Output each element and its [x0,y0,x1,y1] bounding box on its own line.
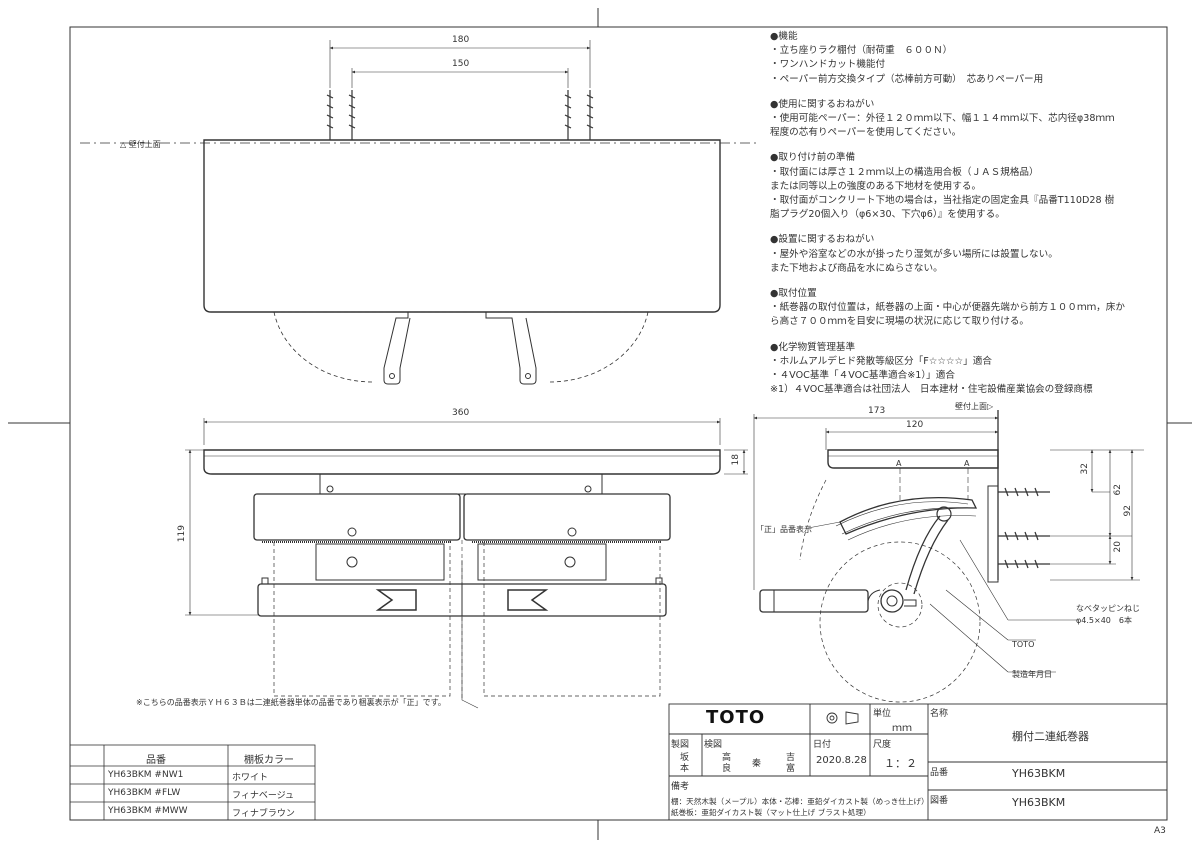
notes-heading: ●化学物質管理基準 [770,341,856,353]
date-marking-label: 製造年月日 [1012,670,1052,679]
name-label: 名称 [930,709,949,719]
screw-label-2: φ4.5×40 6本 [1076,616,1132,625]
notes-line: ・紙巻器の取付位置は，紙巻器の上面・中心が便器先端から前方１００ｍｍ，床か [770,302,1125,314]
color-table-row-1-part: YH63BKM #NW1 [108,770,184,780]
dim-180: 180 [452,35,470,45]
dim-18: 18 [731,454,741,466]
notes-heading: ●設置に関するおねがい [770,234,875,246]
color-table-row-1-color: ホワイト [232,773,269,783]
remarks-label: 備考 [671,782,690,792]
wall-top-label-right: 壁付上面▷ [955,402,994,411]
unit-value: ｍｍ [892,723,912,734]
notes-heading: ●使用に関するおねがい [770,98,875,110]
color-table-row-2-color: フィナベージュ [232,791,295,801]
dim-92: 92 [1123,505,1133,517]
dim-32: 32 [1080,463,1090,475]
dim-150: 150 [452,59,470,69]
drawn-label: 製図 [671,740,690,750]
color-table-row-3-color: フィナブラウン [232,809,295,819]
notes-line: ・４VOC基準「４VOC基準適合※1）」適合 [770,370,955,382]
dim-173: 173 [868,406,886,416]
notes-heading: ●機能 [770,31,798,42]
dim-119: 119 [177,525,187,543]
notes-block: ●機能・立ち座りラク棚付（耐荷重 ６００Ｎ） ・ワンハンドカット機能付・ペーパー前… [770,30,1165,397]
drawing-label: 図番 [930,796,949,806]
notes-heading: ●取り付け前の準備 [770,152,856,164]
notes-line: ・取付面には厚さ１２ｍｍ以上の構造用合板（ＪＡＳ規格品） [770,166,1039,178]
toto-logo: TOTO [706,707,766,728]
notes-heading: ●取付位置 [770,288,817,300]
part-value: YH63BKM [1012,767,1066,780]
color-table-header-part: 品番 [146,755,166,766]
projection-symbol-icon [826,711,859,725]
dim-20: 20 [1113,541,1123,553]
check-name-1: 高 [722,753,732,763]
dim-120: 120 [906,420,924,430]
color-table-header-color: 棚板カラー [244,755,294,766]
dim-360: 360 [452,408,470,418]
check-label: 検図 [704,740,723,750]
color-table-grid [69,744,316,821]
date-label: 日付 [813,740,832,750]
check-name-3: 秦 [752,759,762,769]
color-table-row-3-part: YH63BKM #MWW [108,806,188,816]
sheet-size: A3 [1154,826,1166,836]
notes-line: または同等以上の強度のある下地材を使用する。 [770,180,982,192]
notes-line: ら高さ７００ｍｍを目安に現場の状況に応じて取り付ける。 [770,316,1030,328]
section-mark-a1: A [896,459,902,468]
notes-line: ・取付面がコンクリート下地の場合は，当社指定の固定金具『品番T110D28 樹 [770,195,1115,207]
check-name-5: 富 [786,764,796,774]
notes-line: 程度の芯有りペーパーを使用してください。 [770,127,962,139]
color-table-row-2-part: YH63BKM #FLW [108,788,181,798]
side-view [753,410,1144,703]
scale-label: 尺度 [873,740,892,750]
footnote: ※こちらの品番表示ＹＨ６３Ｂは二連紙巻器単体の品番であり梱裏表示が「正」です。 [136,698,446,707]
drawing-value: YH63BKM [1012,796,1066,809]
drawn-name-1: 坂 [680,753,690,763]
wall-top-label-left: △ 壁付上面 [120,140,161,149]
title-block-grid [668,703,1168,821]
remarks-line-1: 棚：天然木製（メープル）本体・芯棒：亜鉛ダイカスト製（めっき仕上げ） [671,797,929,806]
toto-marking-label: TOTO [1012,640,1035,649]
check-name-2: 良 [722,764,732,774]
name-value: 棚付二連紙巻器 [1012,730,1089,743]
scale-value: １：２ [884,757,917,770]
notes-line: ・ペーパー前方交換タイプ（芯棒前方可動） 芯ありペーパー用 [770,73,1044,85]
notes-line: ・屋外や浴室などの水が掛ったり湿気が多い場所には設置しない。 [770,248,1058,260]
drawn-name-2: 本 [680,764,690,774]
notes-line: 脂プラグ20個入り（φ6×30、下穴φ6）』を使用する。 [770,209,1005,221]
notes-line: ・使用可能ペーパー：外径１２０ｍｍ以下、幅１１４ｍｍ以下、芯内径φ38ｍｍ [770,113,1115,125]
notes-line: ※1）４VOC基準適合は社団法人 日本建材・住宅設備産業協会の登録商標 [770,384,1093,396]
notes-line: ・ホルムアルデヒド発散等級区分「F☆☆☆☆」適合 [770,355,992,367]
date-value: 2020.8.28 [816,755,867,766]
unit-label: 単位 [873,709,892,719]
dim-62: 62 [1113,484,1123,496]
notes-line: ・ワンハンドカット機能付 [770,59,886,71]
sei-label: 「正」品番表示 [756,525,812,534]
top-view [80,40,760,385]
part-label: 品番 [930,768,949,778]
section-mark-a2: A [964,459,970,468]
notes-line: ・立ち座りラク棚付（耐荷重 ６００Ｎ） [770,45,953,57]
check-name-4: 吉 [786,753,796,763]
front-view [185,418,748,709]
notes-line: また下地および商品を水にぬらさない。 [770,262,943,274]
screw-label-1: なべタッピンねじ [1076,604,1140,613]
remarks-line-2: 紙巻板：亜鉛ダイカスト製（マット仕上げ ブラスト処理） [671,808,871,817]
